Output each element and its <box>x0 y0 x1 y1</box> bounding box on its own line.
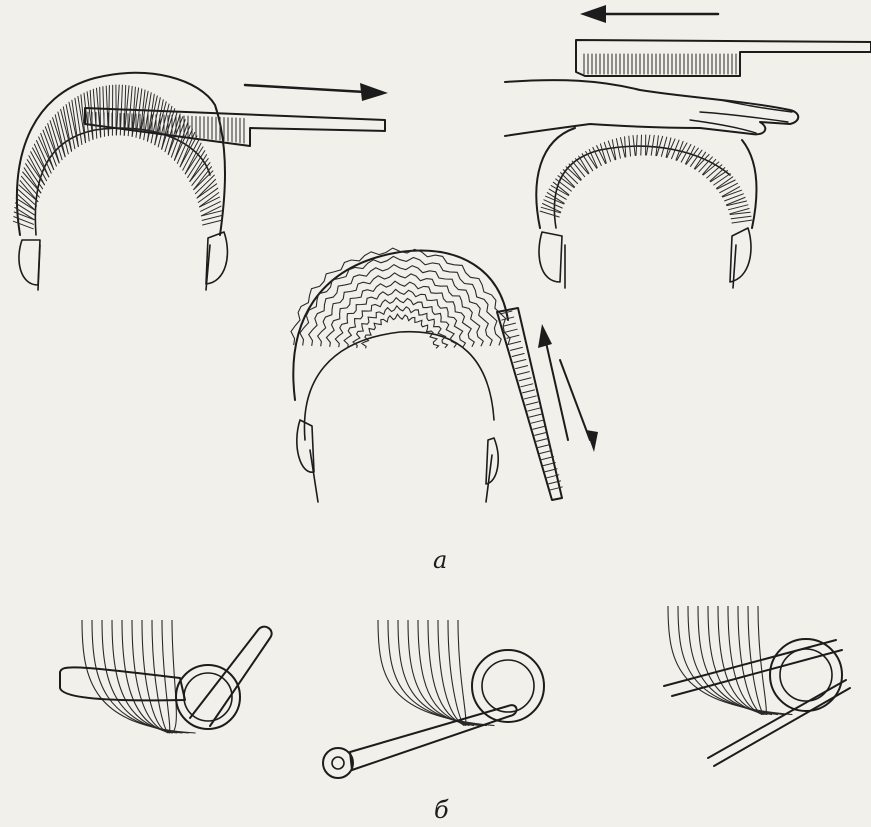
comb-icon <box>497 308 562 500</box>
curl-with-clips <box>664 606 850 766</box>
head-left-comb-stroke <box>13 73 227 290</box>
ear-icon <box>19 240 40 285</box>
curl-with-roller <box>60 620 272 733</box>
head-center-wavy-hair <box>291 248 510 502</box>
panel-b-label: б <box>434 796 449 824</box>
hand-icon <box>505 80 798 136</box>
arrow-icon <box>245 83 388 101</box>
panel-a-label: а <box>433 546 447 574</box>
ear-icon <box>539 232 562 282</box>
ear-icon <box>486 438 498 484</box>
head-right-hand-stroke <box>536 128 756 288</box>
comb-icon <box>576 40 871 76</box>
curling-pin-icon <box>708 680 850 766</box>
ear-icon <box>730 228 751 282</box>
curling-pin-icon <box>350 705 517 770</box>
curling-pin-icon <box>190 627 272 726</box>
curl-with-pin <box>323 620 544 778</box>
arrow-icon <box>580 5 718 23</box>
